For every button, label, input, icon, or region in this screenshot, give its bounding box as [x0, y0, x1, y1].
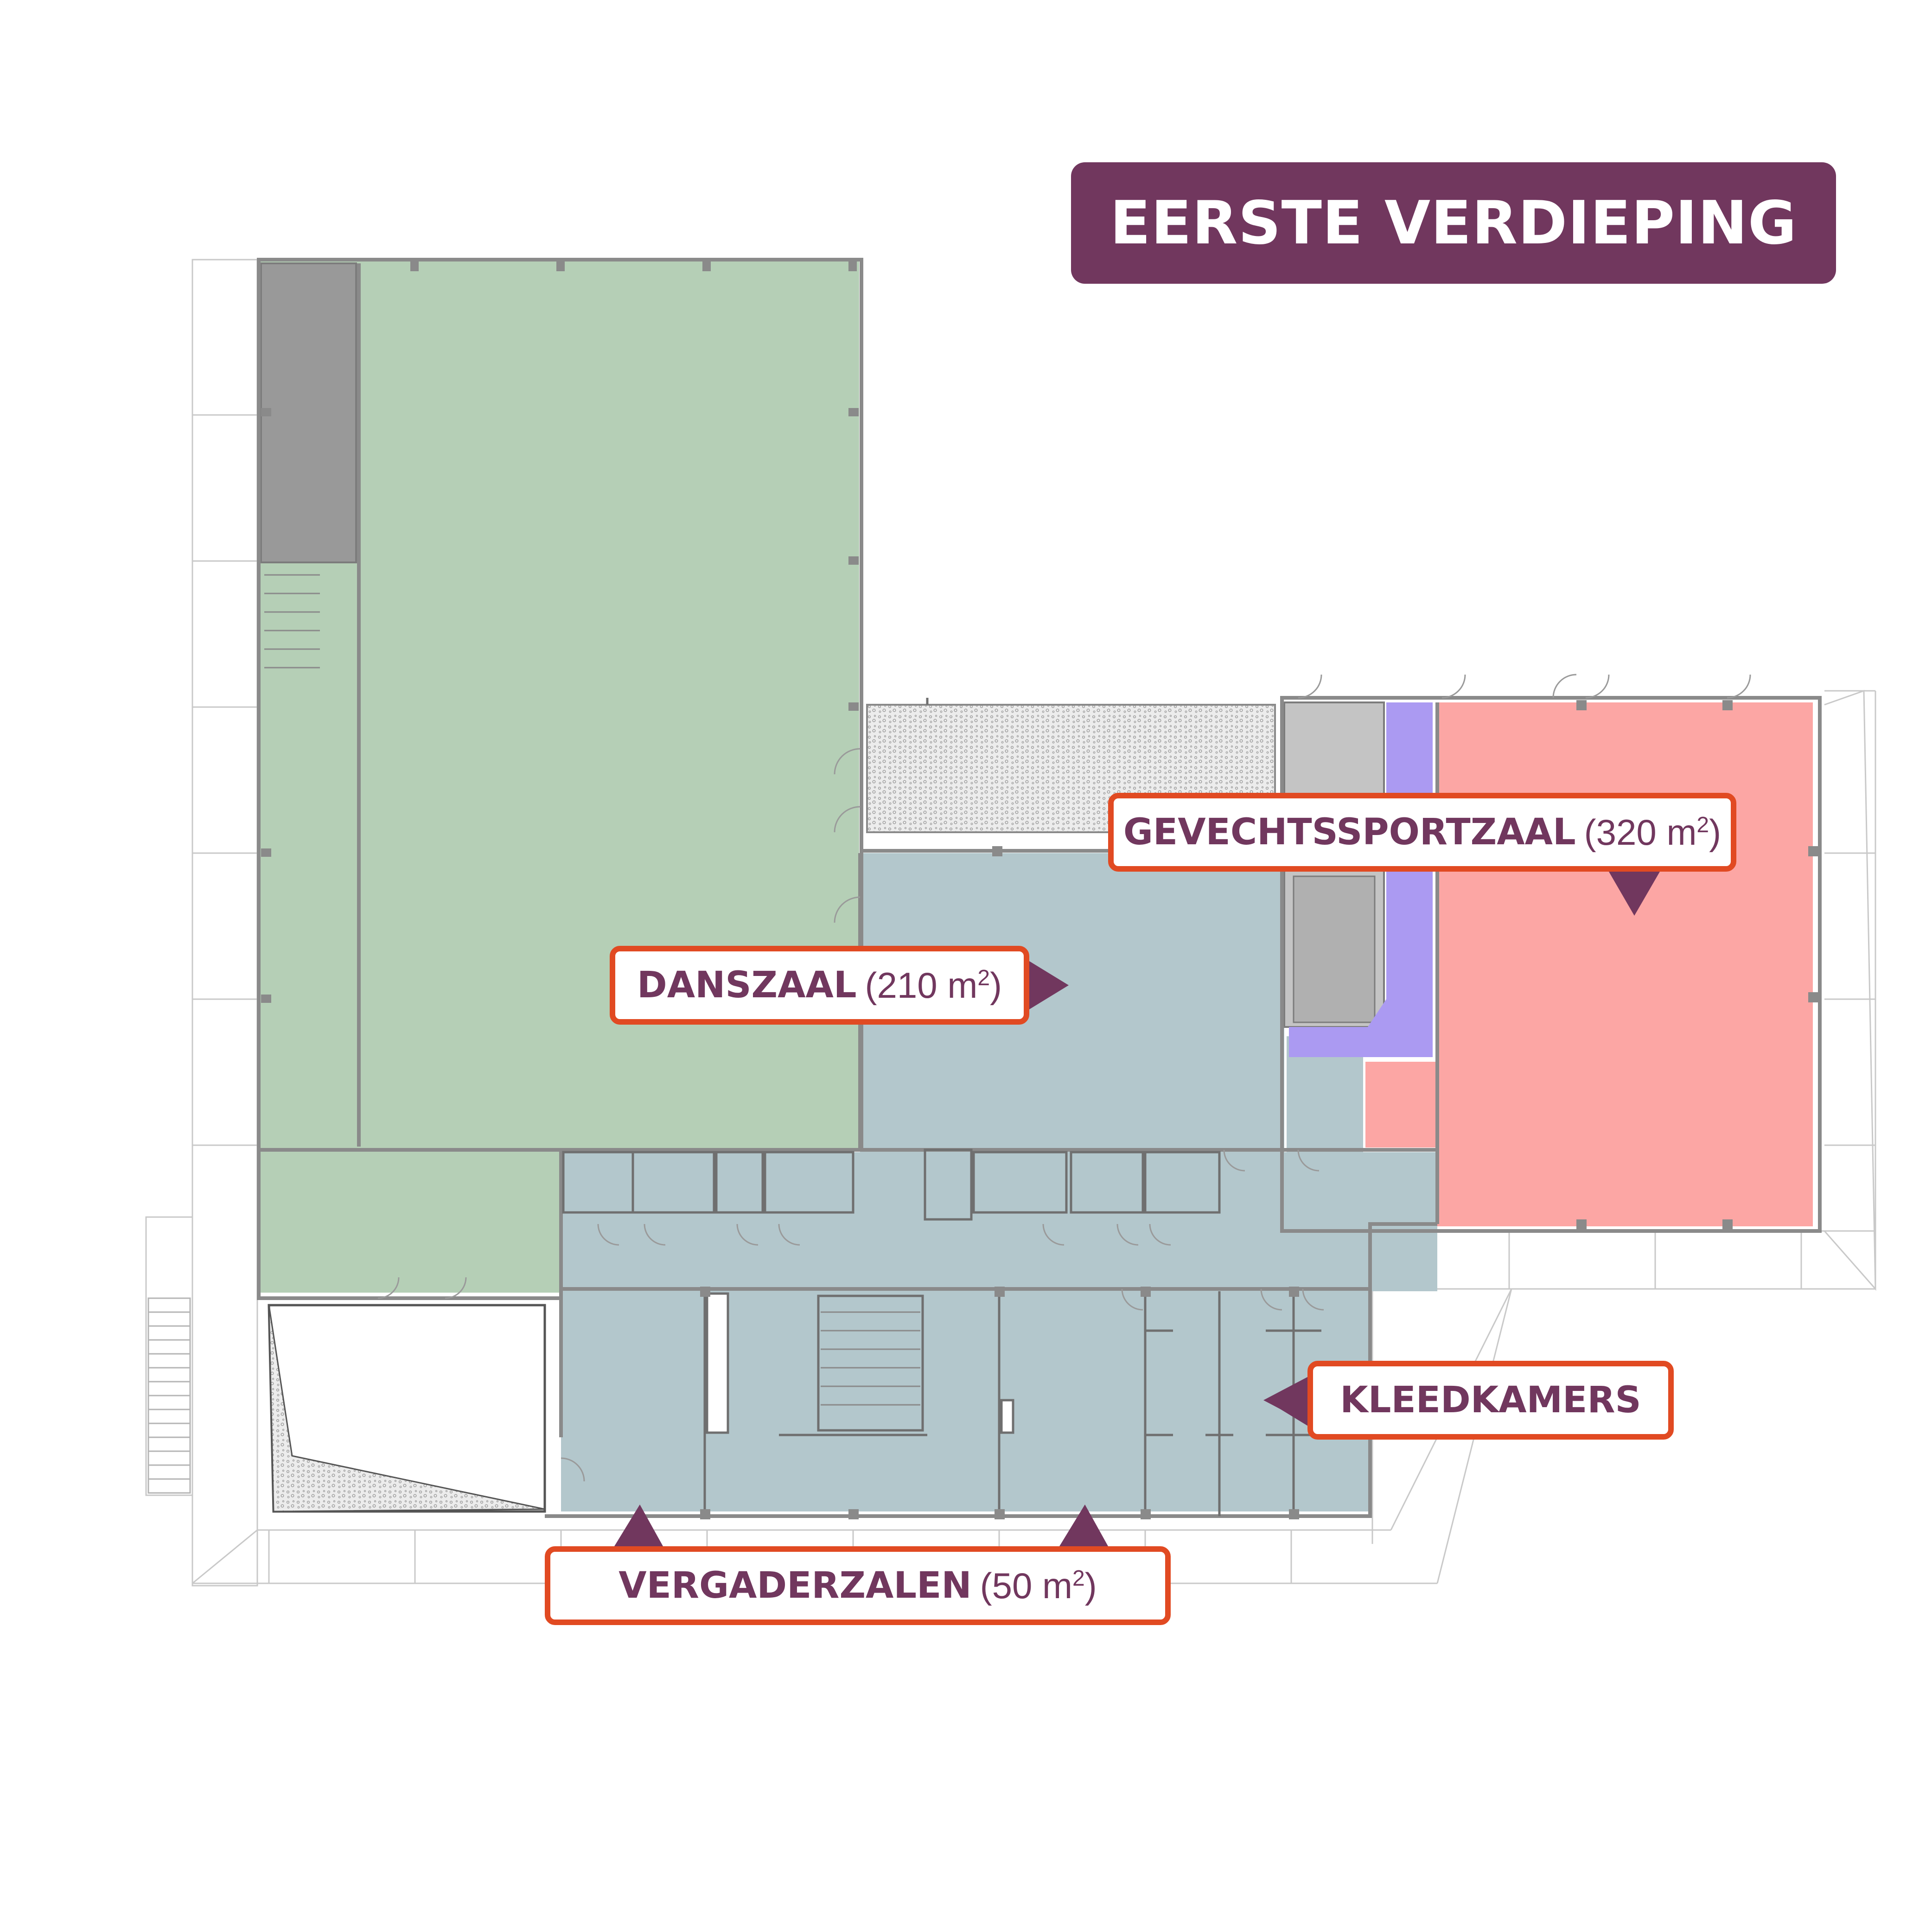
label-kleedkamers: KLEEDKAMERS: [1307, 1361, 1674, 1440]
page-title: EERSTE VERDIEPING: [1110, 188, 1797, 258]
label-danszaal-name: DANSZAAL: [637, 964, 857, 1006]
label-gevechtssportzaal-name: GEVECHTSSPORTZAAL: [1123, 811, 1576, 853]
label-danszaal-area: (210 m2): [865, 964, 1002, 1006]
arrow-gevechtssportzaal: [1609, 872, 1660, 916]
label-danszaal: DANSZAAL (210 m2): [610, 946, 1029, 1025]
red-zone: [1365, 702, 1813, 1226]
label-vergaderzalen-area: (50 m2): [980, 1565, 1097, 1606]
floor-title-banner: EERSTE VERDIEPING: [1071, 162, 1836, 284]
arrow-danszaal: [1029, 961, 1069, 1009]
label-vergaderzalen-name: VERGADERZALEN: [618, 1565, 972, 1607]
green-zone: [259, 261, 859, 1293]
label-gevechtssportzaal: GEVECHTSSPORTZAAL (320 m2): [1108, 793, 1736, 872]
label-vergaderzalen: VERGADERZALEN (50 m2): [545, 1546, 1171, 1625]
exterior-stairs: [147, 1297, 191, 1494]
blue-zone: [561, 853, 1437, 1511]
interior-stairs: [264, 574, 920, 1406]
label-arrows: [614, 872, 1660, 1546]
core-zone: [1283, 701, 1433, 1057]
arrow-vergaderzalen-right: [1059, 1505, 1108, 1546]
arrow-vergaderzalen-left: [614, 1505, 663, 1546]
label-kleedkamers-name: KLEEDKAMERS: [1340, 1379, 1641, 1421]
gravel-strip: [268, 1305, 545, 1512]
label-gevechtssportzaal-area: (320 m2): [1584, 811, 1722, 853]
door-swings: [377, 674, 1751, 1482]
arrow-kleedkamers-tip: [1263, 1377, 1307, 1423]
